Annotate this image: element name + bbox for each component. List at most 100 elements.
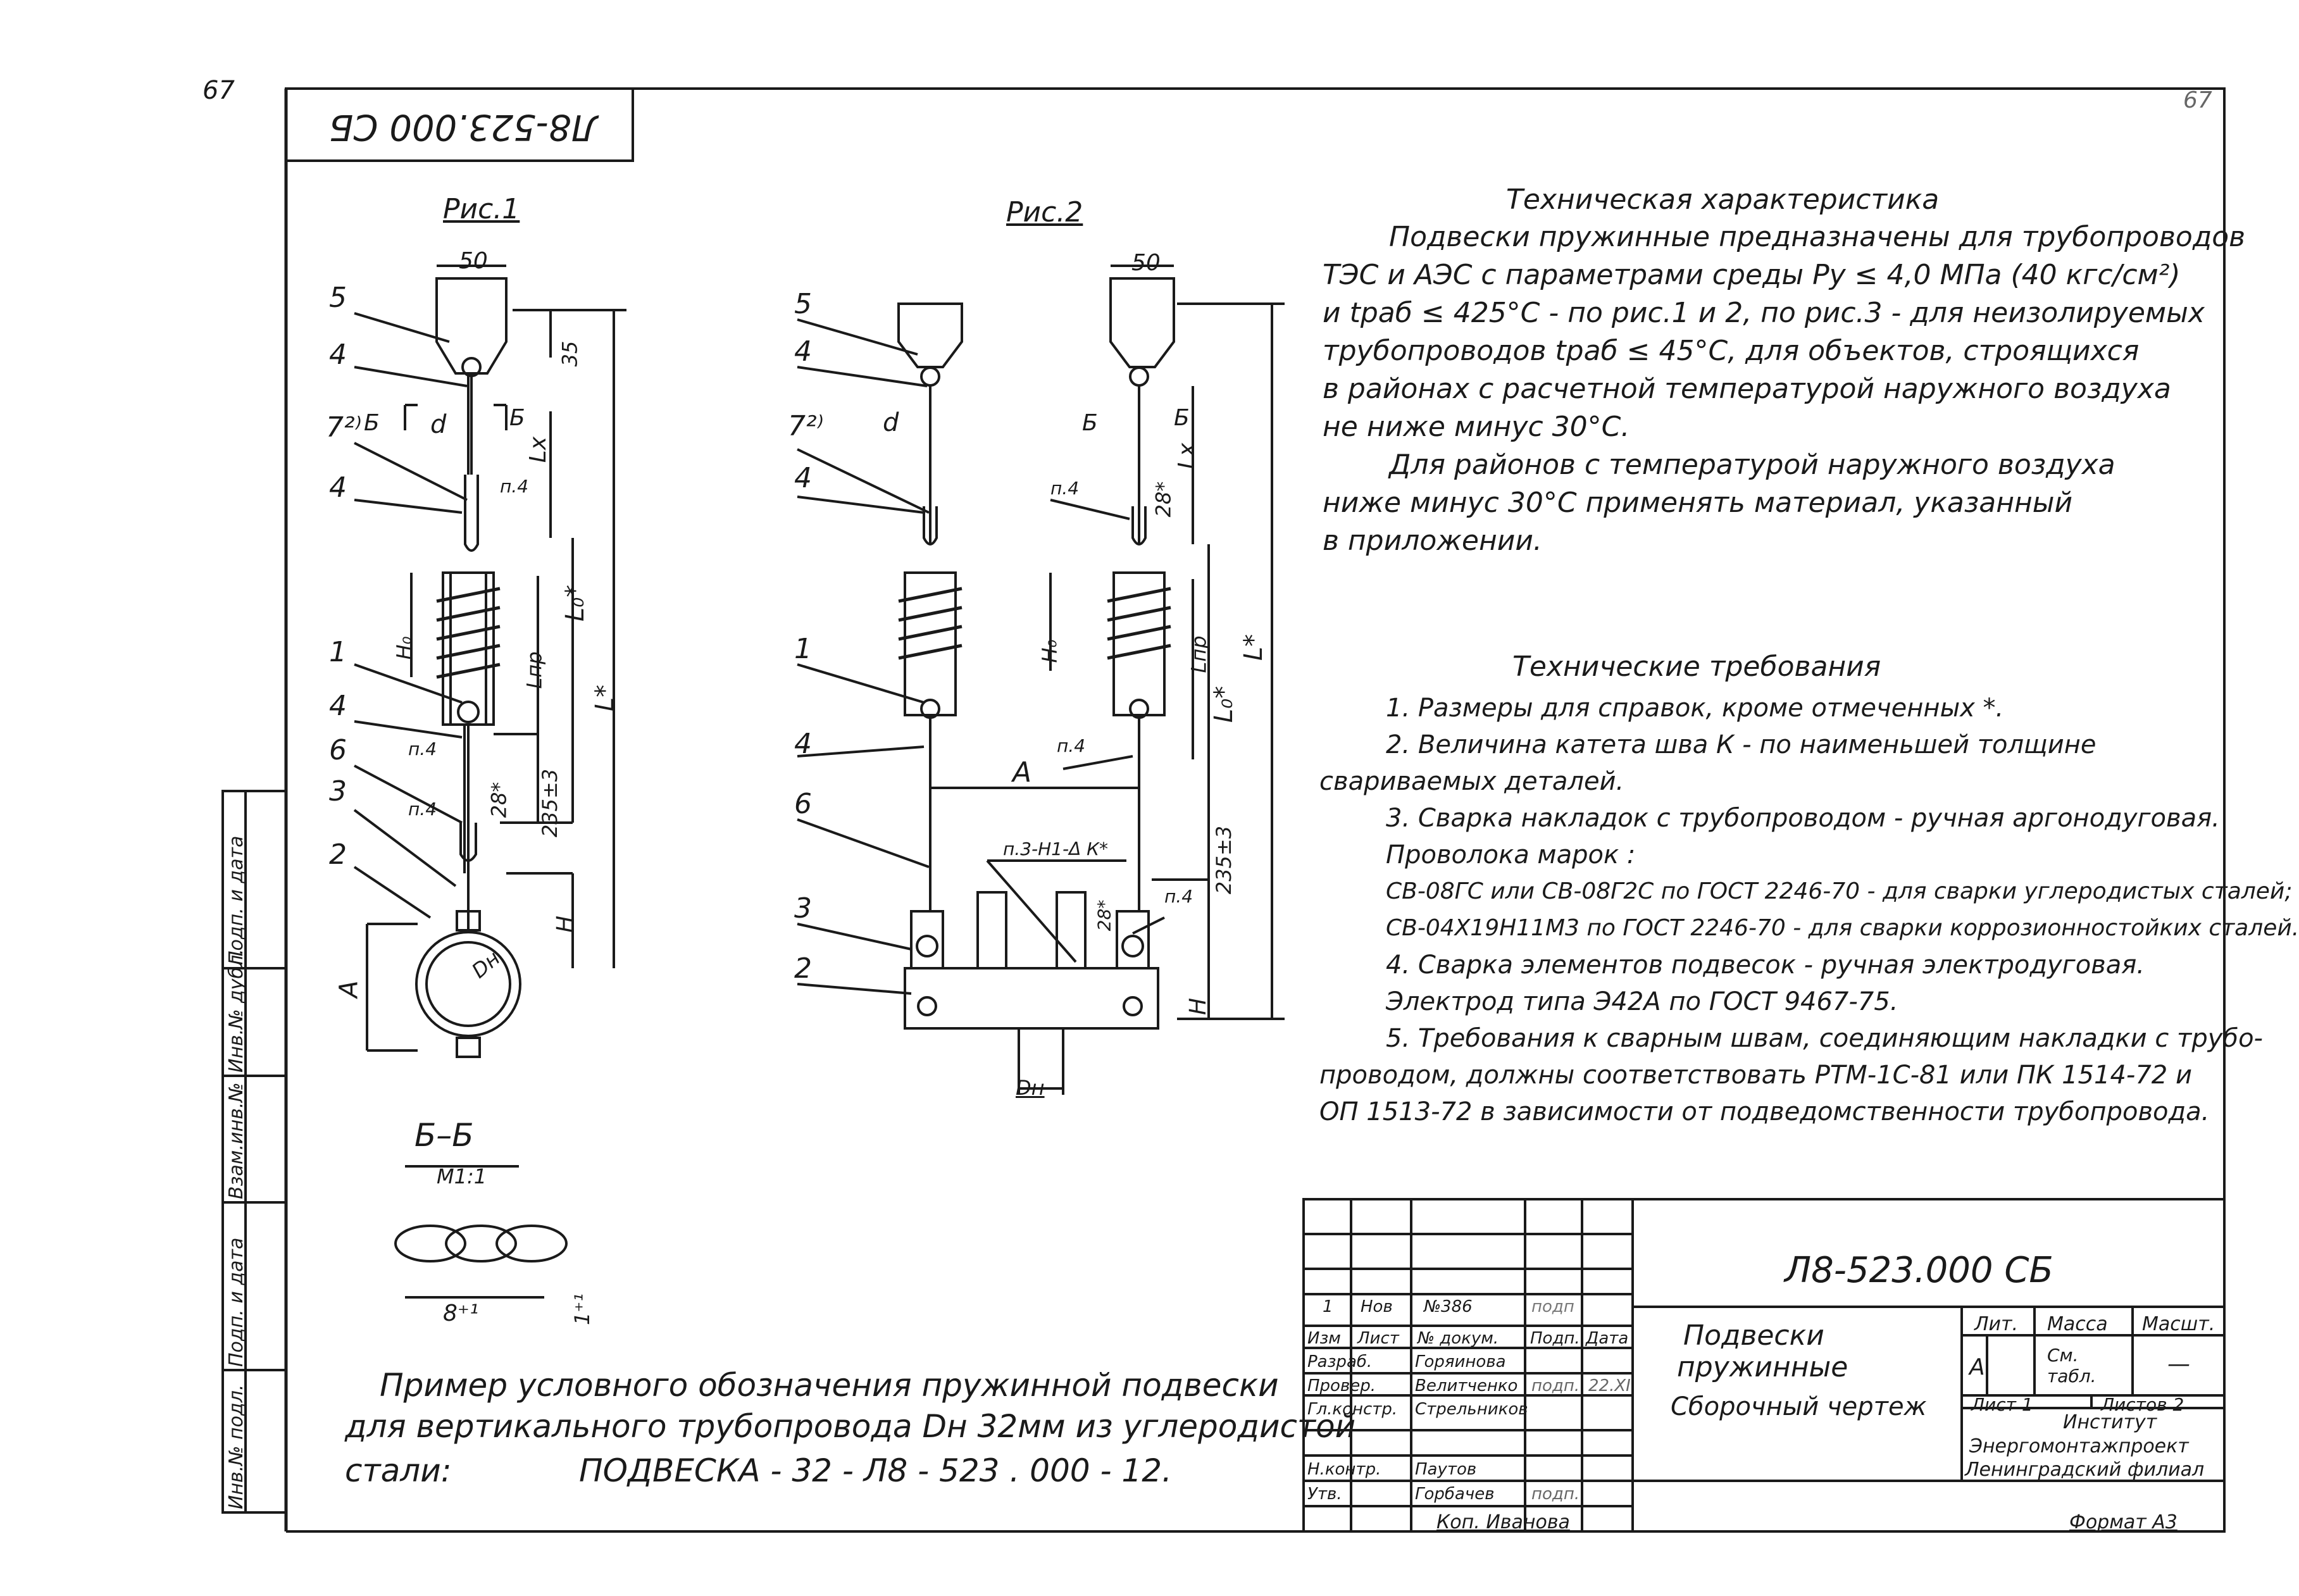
tech-req-line: Проволока марок : bbox=[1386, 840, 1636, 870]
tb-title-1: Подвески bbox=[1683, 1319, 1824, 1352]
tb-rev-1: 1 bbox=[1323, 1297, 1333, 1316]
fig1-label-3: 3 bbox=[329, 775, 347, 807]
section-scale: М1:1 bbox=[437, 1164, 487, 1188]
top-stamp-code: Л8-523.000 СБ bbox=[329, 106, 598, 147]
fig1-dim-l0: L₀* bbox=[561, 584, 590, 622]
fig1-bracket bbox=[435, 277, 508, 375]
fig1-dim-lstar: L* bbox=[590, 684, 620, 712]
tech-req-line: 4. Сварка элементов подвесок - ручная эл… bbox=[1386, 951, 2145, 980]
fig2-label-4a: 4 bbox=[794, 335, 812, 368]
fig2-label-4c: 4 bbox=[794, 728, 812, 760]
tb-head-doc: № докум. bbox=[1417, 1329, 1499, 1348]
fig2-dim-lpr: Lпр bbox=[1187, 635, 1211, 673]
tech-req-line: 3. Сварка накладок с трубопроводом - руч… bbox=[1386, 804, 2220, 833]
section-dim-2: 1⁺¹ bbox=[570, 1293, 595, 1326]
fig1-title: Рис.1 bbox=[443, 193, 520, 225]
fig2-dim-lstar: L* bbox=[1239, 633, 1269, 661]
tech-req-line: 5. Требования к сварным швам, соединяющи… bbox=[1386, 1024, 2263, 1053]
fig2-label-b2: Б bbox=[1174, 405, 1190, 431]
tb-mass-label: Масса bbox=[2047, 1313, 2108, 1335]
fig2-dim-lx: Lx bbox=[1174, 442, 1200, 470]
tech-req-heading: Технические требования bbox=[1512, 651, 1881, 683]
sheet-frame bbox=[286, 87, 2226, 1533]
fig1-label-7: 7²⁾ bbox=[326, 411, 362, 444]
tb-head-date: Дата bbox=[1586, 1329, 1629, 1348]
tech-req-line: проводом, должны соответствовать РТМ-1С-… bbox=[1319, 1061, 2192, 1090]
tech-char-line: в районах с расчетной температурой наруж… bbox=[1323, 373, 2171, 405]
tech-char-line: трубопроводов tраб ≤ 45°С, для объектов,… bbox=[1323, 335, 2140, 367]
example-line-3-prefix: стали: bbox=[345, 1452, 452, 1489]
fig1-dim-h0: H₀ bbox=[392, 636, 416, 660]
tb-role: Утв. bbox=[1307, 1485, 1342, 1504]
tech-req-line: Электрод типа Э42А по ГОСТ 9467-75. bbox=[1386, 987, 1898, 1016]
side-strip-label: Инв.№ дубл. bbox=[225, 949, 247, 1073]
tb-org-3: Ленинградский филиал bbox=[1965, 1459, 2205, 1481]
tech-req-line: СВ-04Х19Н11М3 по ГОСТ 2246-70 - для свар… bbox=[1386, 915, 2299, 941]
side-strip bbox=[221, 790, 287, 1514]
tb-role: Н.контр. bbox=[1307, 1460, 1381, 1479]
fig1-label-2: 2 bbox=[329, 839, 347, 871]
tb-role: Провер. bbox=[1307, 1376, 1376, 1395]
fig2-label-b1: Б bbox=[1082, 410, 1098, 436]
fig1-label-p4c: п.4 bbox=[408, 799, 437, 820]
tb-copied: Коп. Иванова bbox=[1436, 1511, 1570, 1533]
tb-name: Горяинова bbox=[1415, 1352, 1506, 1371]
tb-mass-value: См. табл. bbox=[2047, 1345, 2097, 1387]
fig2-dim-l0: L₀* bbox=[1209, 685, 1239, 723]
fig2-label-p4c: п.4 bbox=[1164, 886, 1193, 907]
fig2-label-5: 5 bbox=[794, 288, 812, 320]
tech-char-line: ТЭС и АЭС с параметрами среды Pу ≤ 4,0 М… bbox=[1323, 259, 2181, 291]
tb-rev-2: Нов bbox=[1361, 1297, 1393, 1316]
tb-lit-value: А bbox=[1969, 1354, 1985, 1380]
fig1-label-p4b: п.4 bbox=[408, 739, 437, 759]
fig2-label-3: 3 bbox=[794, 892, 812, 925]
fig1-dim-d: d bbox=[430, 410, 447, 439]
tb-name: Велитченко bbox=[1415, 1376, 1518, 1395]
tb-scale-value: — bbox=[2167, 1351, 2190, 1377]
tb-scale-label: Масшт. bbox=[2142, 1313, 2215, 1335]
tb-name: Горбачев bbox=[1415, 1485, 1495, 1504]
tech-char-line: и tраб ≤ 425°С - по рис.1 и 2, по рис.3 … bbox=[1323, 297, 2205, 329]
example-line-3-code: ПОДВЕСКА - 32 - Л8 - 523 . 000 - 12. bbox=[579, 1452, 1172, 1489]
tb-org-1: Институт bbox=[2063, 1411, 2157, 1433]
drawing-graphics bbox=[221, 87, 2226, 1533]
fig1-label-6: 6 bbox=[329, 734, 347, 766]
fig2-label-7: 7²⁾ bbox=[788, 410, 824, 442]
tb-head-list: Лист bbox=[1357, 1329, 1399, 1348]
fig2-label-1: 1 bbox=[794, 633, 812, 665]
fig2-dim-h0: H₀ bbox=[1037, 639, 1062, 663]
tech-req-line: свариваемых деталей. bbox=[1319, 767, 1624, 796]
section-bb-profile bbox=[394, 1225, 466, 1262]
side-strip-label: Инв.№ подл. bbox=[225, 1384, 247, 1509]
fig1-dim-a: A bbox=[334, 980, 364, 998]
tech-char-line: ниже минус 30°С применять материал, указ… bbox=[1323, 487, 2073, 519]
fig1-label-b2: Б bbox=[509, 405, 525, 431]
fig1-dim-lx: Lx bbox=[525, 436, 552, 463]
tb-date: 22.XI bbox=[1588, 1376, 1631, 1395]
fig2-dim-dn: Dн bbox=[1016, 1076, 1045, 1100]
example-line-2: для вертикального трубопровода Dн 32мм и… bbox=[345, 1408, 1356, 1445]
tb-name: Паутов bbox=[1415, 1460, 1477, 1479]
side-strip-label: Подп. и дата bbox=[225, 835, 247, 965]
fig1-label-5: 5 bbox=[329, 282, 347, 314]
fig2-weld-note: п.3-Н1-Δ К* bbox=[1003, 839, 1109, 859]
tb-org-2: Энергомонтажпроект bbox=[1969, 1435, 2189, 1457]
section-title: Б–Б bbox=[414, 1117, 474, 1154]
tech-char-line: не ниже минус 30°С. bbox=[1323, 411, 1630, 443]
tb-sign: подп. bbox=[1531, 1376, 1580, 1395]
tb-title-3: Сборочный чертеж bbox=[1671, 1392, 1927, 1421]
page-number-left: 67 bbox=[202, 76, 235, 105]
tech-char-line: Подвески пружинные предназначены для тру… bbox=[1389, 221, 2246, 253]
tb-sign: подп. bbox=[1531, 1485, 1580, 1504]
fig1-label-1: 1 bbox=[329, 636, 347, 668]
fig1-label-b1: Б bbox=[364, 410, 380, 436]
fig1-dim-28: 28* bbox=[487, 782, 511, 818]
fig2-label-2: 2 bbox=[794, 952, 812, 985]
fig2-dim-28: 28* bbox=[1151, 481, 1176, 518]
side-strip-label: Взам.инв.№ bbox=[225, 1082, 247, 1199]
side-strip-label: Подп. и дата bbox=[225, 1237, 247, 1367]
tech-req-line: 2. Величина катета шва К - по наименьшей… bbox=[1386, 730, 2097, 759]
tech-char-heading: Техническая характеристика bbox=[1506, 184, 1940, 216]
fig1-dim-50: 50 bbox=[459, 248, 488, 274]
fig2-label-p4a: п.4 bbox=[1050, 478, 1080, 499]
